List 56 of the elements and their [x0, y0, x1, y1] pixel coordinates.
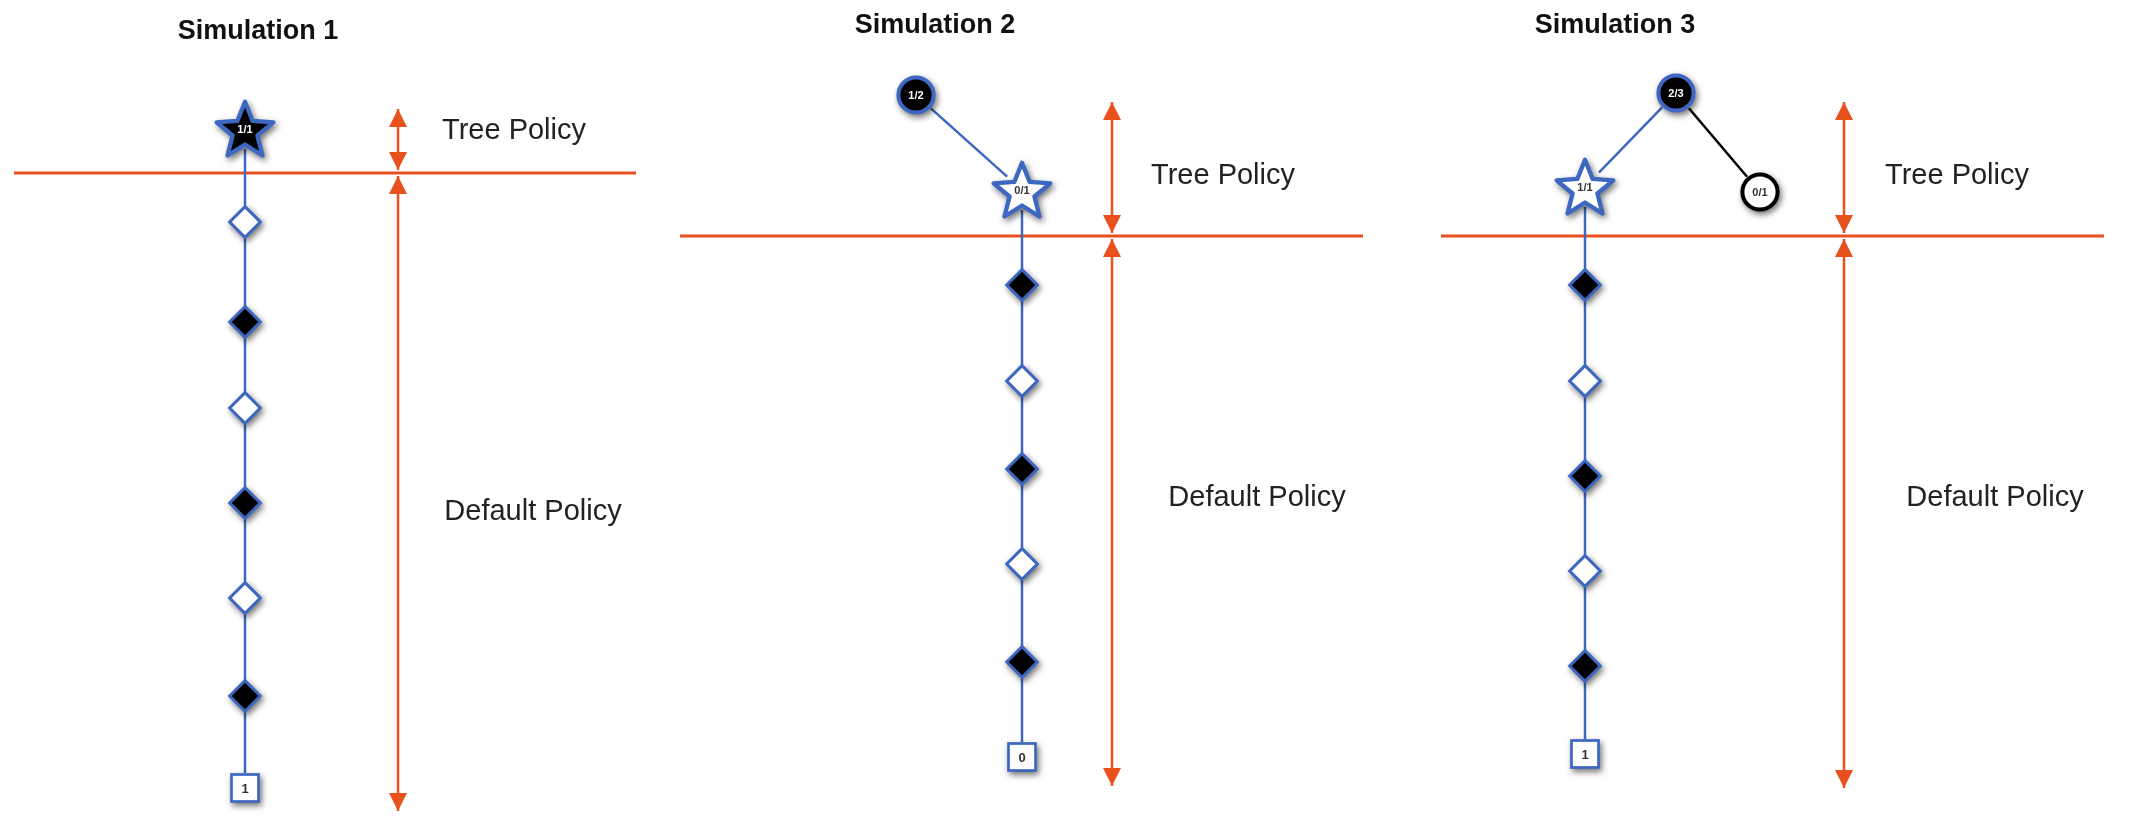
diamond-node: [1005, 268, 1039, 302]
square-node: 1: [1570, 739, 1600, 769]
diamond-node: [1568, 268, 1602, 302]
panel-title: Simulation 1: [177, 14, 339, 46]
connector-line: [1688, 107, 1748, 178]
connector-line: [1583, 207, 1587, 269]
dimension-label: Default Policy: [444, 493, 622, 527]
diamond-node: [1568, 649, 1602, 683]
connector-line: [1583, 301, 1587, 365]
circle-node: 1/2: [896, 75, 936, 115]
connector-line: [1583, 492, 1587, 555]
connector-line: [1020, 301, 1024, 365]
panel-title: Simulation 2: [854, 8, 1016, 40]
connector-line: [930, 107, 1008, 178]
connector-line: [243, 614, 247, 680]
connector-line: [1583, 397, 1587, 460]
diamond-node: [228, 581, 262, 615]
square-node: 0: [1007, 742, 1037, 772]
connector-line: [1583, 682, 1587, 739]
square-node: 1: [230, 773, 260, 803]
circle-node: 0/1: [1740, 172, 1780, 212]
connector-line: [1020, 678, 1024, 742]
connector-line: [243, 424, 247, 487]
circle-node: 2/3: [1656, 73, 1696, 113]
diamond-node: [1005, 364, 1039, 398]
connector-line: [1598, 106, 1663, 174]
connector-line: [1020, 580, 1024, 646]
connector-line: [243, 149, 247, 206]
dimension-label: Tree Policy: [1151, 157, 1295, 191]
diamond-node: [228, 391, 262, 425]
dimension-label: Default Policy: [1906, 479, 2084, 513]
connector-line: [243, 519, 247, 582]
star-node: 0/1: [991, 159, 1053, 221]
diamond-node: [228, 679, 262, 713]
dimension-label: Default Policy: [1168, 479, 1346, 513]
panel-title: Simulation 3: [1534, 8, 1696, 40]
diamond-node: [228, 205, 262, 239]
connector-line: [243, 712, 247, 773]
star-node: 1/1: [214, 98, 276, 160]
star-node: 1/1: [1554, 156, 1616, 218]
connector-line: [1020, 210, 1024, 269]
connector-line: [243, 238, 247, 306]
connector-line: [1020, 397, 1024, 453]
diamond-node: [1005, 645, 1039, 679]
dimension-label: Tree Policy: [1885, 157, 2029, 191]
diamond-node: [228, 486, 262, 520]
diamond-node: [1005, 452, 1039, 486]
connector-line: [1020, 485, 1024, 548]
diamond-node: [1568, 459, 1602, 493]
dimension-label: Tree Policy: [442, 112, 586, 146]
connector-line: [1583, 587, 1587, 650]
diamond-node: [1568, 554, 1602, 588]
diamond-node: [228, 305, 262, 339]
connector-line: [243, 338, 247, 392]
diamond-node: [1005, 547, 1039, 581]
diamond-node: [1568, 364, 1602, 398]
